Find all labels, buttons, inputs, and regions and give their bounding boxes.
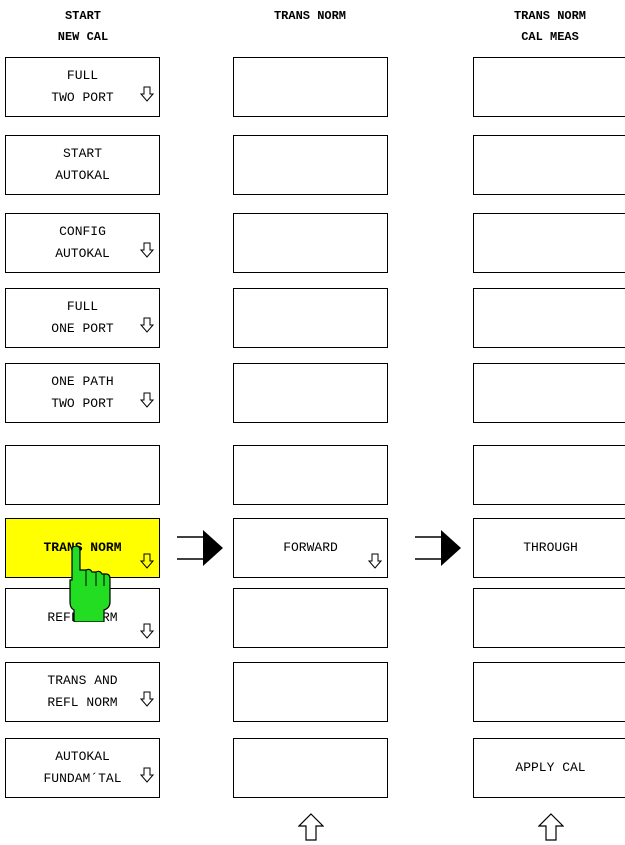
softkey-apply-cal[interactable]: APPLY CAL — [473, 738, 625, 798]
softkey-label-line2: TWO PORT — [51, 90, 114, 105]
softkey-label-line1: ONE PATH — [51, 374, 114, 389]
pointing-hand-icon — [69, 546, 111, 622]
softkey-empty[interactable] — [473, 445, 625, 505]
softkey-empty[interactable] — [233, 738, 388, 798]
softkey-label-line1: CONFIG — [59, 224, 106, 239]
softkey-label-line1: FULL — [66, 68, 99, 83]
softkey-full-one-port[interactable]: FULL ONE PORT — [5, 288, 160, 348]
softkey-label-line2: AUTOKAL — [55, 168, 110, 183]
softkey-label-line2: FUNDAM´TAL — [43, 771, 122, 786]
softkey-empty[interactable] — [233, 588, 388, 648]
softkey-empty[interactable] — [473, 135, 625, 195]
up-arrow-icon[interactable] — [538, 813, 564, 841]
submenu-arrow-icon — [368, 553, 382, 569]
softkey-empty[interactable] — [473, 662, 625, 722]
softkey-empty[interactable] — [233, 213, 388, 273]
softkey-forward[interactable]: FORWARD — [233, 518, 388, 578]
softkey-label-line2: TWO PORT — [51, 396, 114, 411]
up-arrow-icon[interactable] — [298, 813, 324, 841]
softkey-label-line1: FULL — [66, 299, 99, 314]
softkey-empty[interactable] — [5, 445, 160, 505]
softkey-label-line2: ONE PORT — [51, 321, 114, 336]
softkey-empty[interactable] — [233, 288, 388, 348]
right-arrow-icon — [177, 530, 223, 566]
softkey-start-autokal[interactable]: START AUTOKAL — [5, 135, 160, 195]
softkey-label-line1: APPLY CAL — [515, 760, 586, 775]
softkey-label-line1: THROUGH — [523, 540, 578, 555]
softkey-empty[interactable] — [233, 445, 388, 505]
header-line: CAL MEAS — [521, 30, 579, 44]
softkey-empty[interactable] — [233, 662, 388, 722]
right-arrow-icon — [415, 530, 461, 566]
softkey-trans-norm[interactable]: TRANS NORM — [5, 518, 160, 578]
softkey-empty[interactable] — [473, 363, 625, 423]
softkey-empty[interactable] — [473, 57, 625, 117]
softkey-trans-and-refl-norm[interactable]: TRANS AND REFL NORM — [5, 662, 160, 722]
softkey-label-line2: REFL NORM — [47, 695, 118, 710]
header-line: TRANS NORM — [273, 9, 346, 23]
softkey-empty[interactable] — [473, 288, 625, 348]
submenu-arrow-icon — [140, 242, 154, 258]
submenu-arrow-icon — [140, 623, 154, 639]
softkey-empty[interactable] — [233, 135, 388, 195]
header-line: NEW CAL — [57, 30, 109, 44]
column-header-start-new-cal: START NEW CAL — [3, 6, 163, 48]
softkey-label-line1: FORWARD — [283, 540, 338, 555]
submenu-arrow-icon — [140, 317, 154, 333]
softkey-autokal-fundam-tal[interactable]: AUTOKAL FUNDAM´TAL — [5, 738, 160, 798]
softkey-label-line2: AUTOKAL — [55, 246, 110, 261]
submenu-arrow-icon — [140, 553, 154, 569]
softkey-full-two-port[interactable]: FULL TWO PORT — [5, 57, 160, 117]
header-line: START — [64, 9, 101, 23]
softkey-empty[interactable] — [473, 588, 625, 648]
softkey-config-autokal[interactable]: CONFIG AUTOKAL — [5, 213, 160, 273]
softkey-empty[interactable] — [233, 363, 388, 423]
softkey-label-line1: AUTOKAL — [55, 749, 110, 764]
column-header-trans-norm: TRANS NORM — [230, 6, 390, 27]
submenu-arrow-icon — [140, 691, 154, 707]
submenu-arrow-icon — [140, 767, 154, 783]
softkey-empty[interactable] — [473, 213, 625, 273]
softkey-empty[interactable] — [233, 57, 388, 117]
softkey-label-line1: START — [62, 146, 102, 161]
submenu-arrow-icon — [140, 86, 154, 102]
softkey-label-line1: TRANS AND — [47, 673, 118, 688]
softkey-through[interactable]: THROUGH — [473, 518, 625, 578]
column-header-trans-norm-cal-meas: TRANS NORM CAL MEAS — [470, 6, 625, 48]
submenu-arrow-icon — [140, 392, 154, 408]
softkey-one-path-two-port[interactable]: ONE PATH TWO PORT — [5, 363, 160, 423]
header-line: TRANS NORM — [513, 9, 586, 23]
